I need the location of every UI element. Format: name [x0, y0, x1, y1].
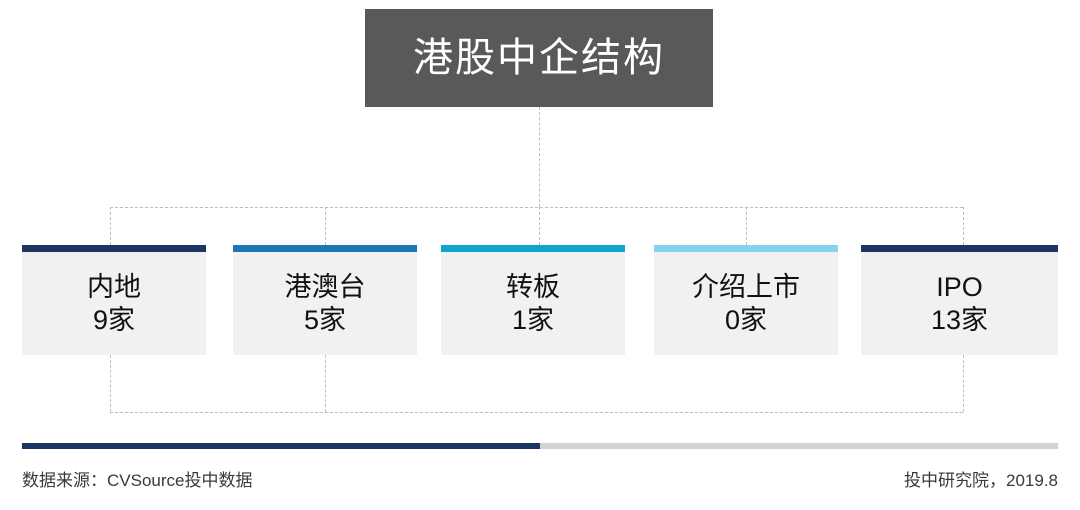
node-value-5: 13家: [930, 304, 989, 335]
footer-divider-fill: [22, 443, 540, 449]
node-label-5: IPO: [936, 272, 983, 303]
node-box-1[interactable]: 内地 9家: [22, 245, 206, 355]
node-body-2: 港澳台 5家: [233, 252, 417, 355]
node-accent-bar-3: [441, 245, 625, 252]
connector-drop-5: [963, 207, 964, 245]
node-label-3: 转板: [506, 272, 560, 303]
node-accent-bar-5: [861, 245, 1058, 252]
node-box-3[interactable]: 转板 1家: [441, 245, 625, 355]
connector-rise-2: [325, 355, 326, 412]
node-box-2[interactable]: 港澳台 5家: [233, 245, 417, 355]
footer-divider: [22, 443, 1058, 449]
connector-rise-1: [110, 355, 111, 412]
node-box-4[interactable]: 介绍上市 0家: [654, 245, 838, 355]
title-box: 港股中企结构: [365, 9, 713, 107]
node-label-1: 内地: [87, 272, 141, 303]
node-value-4: 0家: [724, 304, 768, 335]
node-value-2: 5家: [303, 304, 347, 335]
node-body-3: 转板 1家: [441, 252, 625, 355]
node-value-1: 9家: [92, 304, 136, 335]
connector-drop-1: [110, 207, 111, 245]
footer-attribution-text: 投中研究院，2019.8: [904, 471, 1058, 490]
node-accent-bar-2: [233, 245, 417, 252]
connector-drop-2: [325, 207, 326, 245]
connector-top-bus: [110, 207, 963, 208]
node-value-3: 1家: [511, 304, 555, 335]
node-box-5[interactable]: IPO 13家: [861, 245, 1058, 355]
node-body-1: 内地 9家: [22, 252, 206, 355]
node-accent-bar-4: [654, 245, 838, 252]
node-label-2: 港澳台: [284, 272, 366, 303]
connector-rise-5: [963, 355, 964, 412]
connector-drop-3: [539, 207, 540, 245]
node-label-4: 介绍上市: [692, 272, 800, 303]
node-body-4: 介绍上市 0家: [654, 252, 838, 355]
connector-drop-4: [746, 207, 747, 245]
connector-bottom-bus: [110, 412, 963, 413]
page-title: 港股中企结构: [413, 36, 665, 80]
footer-source-text: 数据来源：CVSource投中数据: [22, 471, 253, 490]
connector-title-stem: [539, 107, 540, 207]
node-accent-bar-1: [22, 245, 206, 252]
node-body-5: IPO 13家: [861, 252, 1058, 355]
